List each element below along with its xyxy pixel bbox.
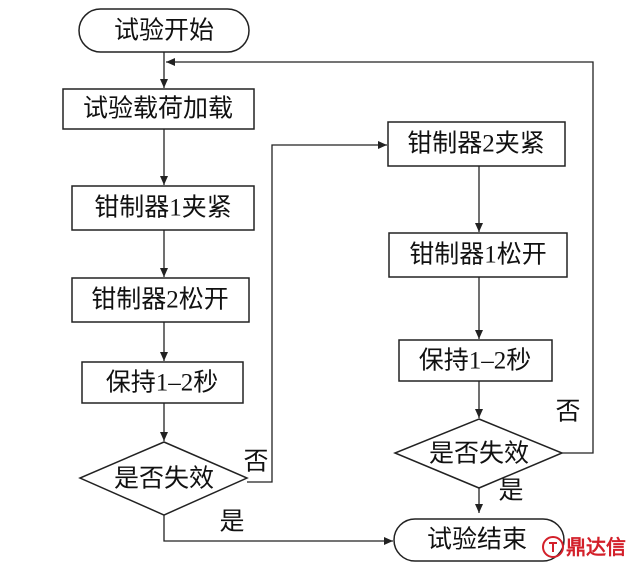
edge-check-left-yes <box>163 515 393 545</box>
node-end-label: 试验结束 <box>427 526 527 554</box>
node-clamp1-close-label: 钳制器1夹紧 <box>94 194 232 222</box>
node-clamp1-open: 钳制器1松开 <box>388 232 568 278</box>
node-check-left-label: 是否失效 <box>114 465 214 493</box>
edge-check-left-no <box>247 141 387 483</box>
node-clamp2-close-label: 钳制器2夹紧 <box>407 130 545 158</box>
node-clamp2-open: 钳制器2松开 <box>71 277 250 323</box>
watermark-text: 鼎达信 <box>566 535 626 559</box>
node-load-label: 试验载荷加载 <box>83 95 233 123</box>
node-clamp1-open-label: 钳制器1松开 <box>409 241 547 269</box>
node-load: 试验载荷加载 <box>62 88 255 130</box>
node-clamp1-close: 钳制器1夹紧 <box>71 185 255 231</box>
edge-label-right-no: 否 <box>555 399 580 426</box>
edge-label-left-no: 否 <box>243 449 268 476</box>
node-check-right: 是否失效 <box>393 418 564 489</box>
watermark-logo: 鼎达信 <box>542 535 626 559</box>
edges <box>160 52 594 545</box>
node-hold-left-label: 保持1–2秒 <box>106 369 219 397</box>
node-end: 试验结束 <box>393 518 565 562</box>
node-start: 试验开始 <box>78 8 250 53</box>
edge-loop-return <box>166 58 594 454</box>
node-hold-right: 保持1–2秒 <box>398 339 553 382</box>
node-clamp2-open-label: 钳制器2松开 <box>91 286 229 314</box>
watermark-circle-icon <box>542 536 564 558</box>
edge-label-left-yes: 是 <box>219 509 244 536</box>
node-hold-left: 保持1–2秒 <box>81 361 244 404</box>
node-check-right-label: 是否失效 <box>429 440 529 468</box>
edge-label-right-yes: 是 <box>498 478 523 505</box>
node-start-label: 试验开始 <box>114 17 214 45</box>
node-hold-right-label: 保持1–2秒 <box>419 347 532 375</box>
node-clamp2-close: 钳制器2夹紧 <box>387 121 566 167</box>
node-check-left: 是否失效 <box>78 441 249 516</box>
